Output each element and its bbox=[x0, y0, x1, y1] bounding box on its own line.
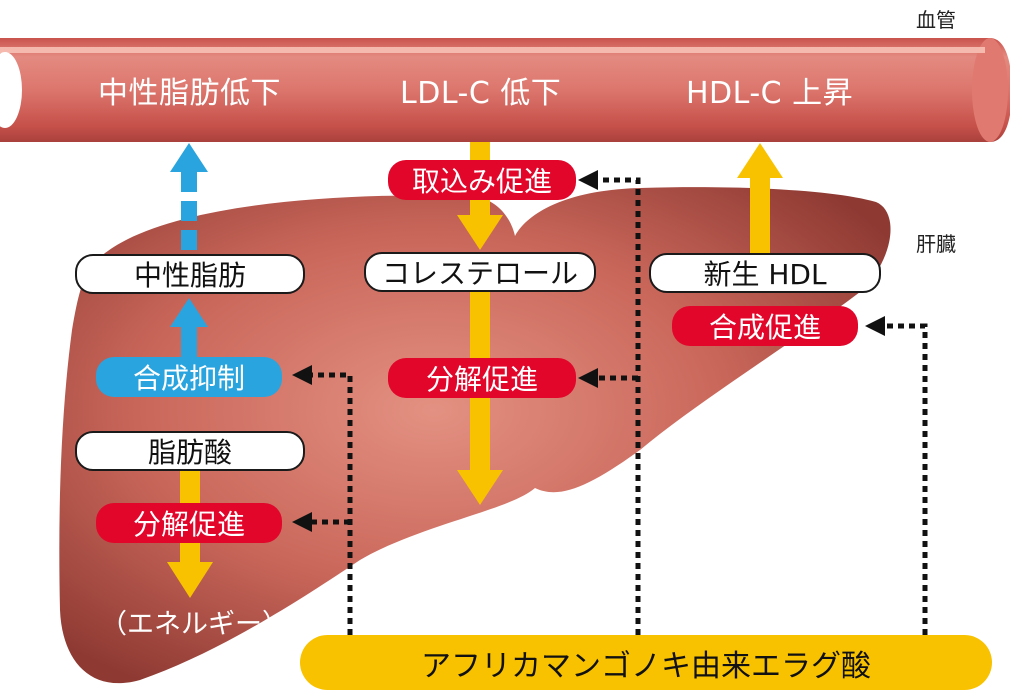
left-breakdown-label: 分解促進 bbox=[132, 508, 245, 541]
vessel-text-hdl-up: HDL-C 上昇 bbox=[686, 76, 854, 111]
left-breakdown-pill: 分解促進 bbox=[96, 503, 282, 543]
synthesis-inhibition-label: 合成抑制 bbox=[132, 362, 245, 395]
blue-arrow-up-head bbox=[170, 143, 208, 172]
source-bar: アフリカマンゴノキ由来エラグ酸 bbox=[300, 635, 992, 690]
connector-right bbox=[865, 316, 928, 635]
connector-middle bbox=[578, 170, 641, 635]
vessel-text-ldl-down: LDL-C 低下 bbox=[400, 76, 562, 111]
right-synthesis-label: 合成促進 bbox=[708, 311, 821, 344]
middle-arrow-head-top bbox=[457, 215, 503, 250]
middle-arrow-head-bottom bbox=[457, 470, 503, 505]
source-label: アフリカマンゴノキ由来エラグ酸 bbox=[421, 648, 871, 684]
energy-label: （エネルギー） bbox=[100, 609, 289, 640]
synthesis-inhibition-pill: 合成抑制 bbox=[96, 357, 282, 397]
triglyceride-label: 中性脂肪 bbox=[133, 259, 246, 292]
blue-arrow-seg bbox=[181, 230, 197, 250]
right-synthesis-pill: 合成促進 bbox=[672, 306, 858, 346]
cholesterol-label: コレステロール bbox=[381, 257, 578, 290]
blue-arrow-up-head-2 bbox=[170, 298, 208, 327]
triglyceride-pill: 中性脂肪 bbox=[75, 254, 305, 294]
blue-arrow-seg bbox=[181, 201, 197, 221]
right-arrow-shaft bbox=[750, 175, 770, 253]
middle-breakdown-label: 分解促進 bbox=[425, 363, 538, 396]
new-hdl-pill: 新生 HDL bbox=[649, 253, 881, 293]
right-arrow-head bbox=[737, 143, 783, 178]
fatty-acid-label: 脂肪酸 bbox=[147, 436, 232, 469]
yellow-arrow-head bbox=[167, 562, 213, 598]
new-hdl-label: 新生 HDL bbox=[703, 258, 827, 291]
blue-arrow-seg bbox=[181, 172, 197, 192]
vessel-highlight bbox=[0, 47, 985, 53]
uptake-pill: 取込み促進 bbox=[388, 160, 576, 200]
blue-arrow-shaft bbox=[181, 326, 197, 361]
vessel-text-tg-down: 中性脂肪低下 bbox=[98, 76, 281, 111]
dotted-connectors bbox=[292, 170, 928, 635]
cholesterol-pill: コレステロール bbox=[364, 252, 596, 292]
uptake-label: 取込み促進 bbox=[411, 165, 552, 198]
fatty-acid-pill: 脂肪酸 bbox=[75, 431, 305, 471]
middle-breakdown-pill: 分解促進 bbox=[388, 358, 576, 398]
vessel-end bbox=[972, 38, 1008, 142]
liver-label: 肝臓 bbox=[916, 232, 956, 256]
vessel-opening bbox=[0, 52, 22, 128]
vessel-tube bbox=[0, 38, 1010, 142]
vessel-label: 血管 bbox=[916, 8, 956, 32]
